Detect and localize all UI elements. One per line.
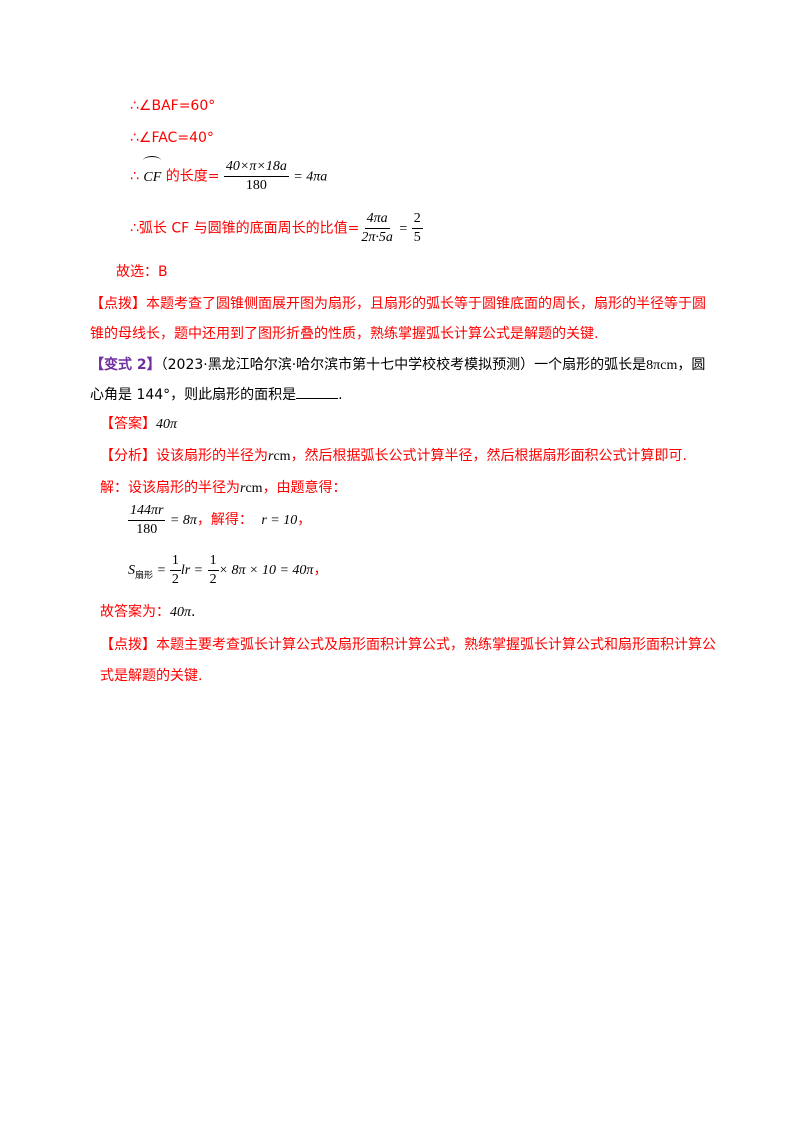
answer-line: 【答案】40π — [100, 414, 177, 435]
arc-length-label: 的长度= — [165, 168, 220, 185]
half-fraction-1: 1 2 — [169, 552, 181, 589]
step-angle-fac: ∴∠FAC=40° — [130, 130, 214, 146]
equals-sign: = — [157, 563, 166, 578]
equals-sign: = — [399, 221, 408, 237]
unit: cm — [273, 449, 291, 464]
half-fraction-2: 1 2 — [207, 552, 219, 589]
solution-intro: 解：设该扇形的半径为rcm，由题意得： — [100, 478, 347, 499]
fraction-denominator: 5 — [413, 230, 421, 245]
note-2-line-1: 【点拨】本题主要考查弧长计算公式及扇形面积计算公式，熟练掌握弧长计算公式和扇形面… — [100, 635, 716, 655]
ratio-fraction: 4πa 2π∙5a — [359, 210, 395, 247]
radius-fraction: 144πr 180 — [128, 502, 166, 539]
analysis-pre: 设该扇形的半径为 — [156, 448, 268, 464]
note-text: 本题主要考查弧长计算公式及扇形面积计算公式，熟练掌握弧长计算公式和扇形面积计算公 — [156, 637, 716, 653]
arc-cf: CF — [143, 155, 161, 196]
final-value: 40π — [170, 605, 192, 620]
fraction-numerator: 144πr — [128, 502, 166, 521]
fraction-numerator: 1 — [169, 552, 181, 571]
arc-length-fraction: 40×π×18a 180 — [223, 158, 289, 195]
note-1-line-1: 【点拨】本题考查了圆锥侧面展开图为扇形，且扇形的弧长等于圆锥底面的周长，扇形的半… — [90, 294, 706, 314]
equation-rhs: = 8π — [169, 513, 197, 528]
ratio-result-fraction: 2 5 — [411, 210, 423, 247]
note-tag: 【点拨】 — [90, 296, 146, 312]
analysis-post: ，然后根据弧长公式计算半径，然后根据扇形面积公式计算即可. — [290, 448, 688, 464]
radius-result: r = 10 — [261, 513, 298, 528]
analysis-line: 【分析】设该扇形的半径为rcm，然后根据弧长公式计算半径，然后根据扇形面积公式计… — [100, 446, 687, 467]
fraction-denominator: 2 — [209, 571, 217, 587]
fraction-denominator: 2 — [171, 571, 179, 587]
variant-end: . — [338, 387, 343, 403]
step-angle-baf: ∴∠BAF=60° — [130, 98, 216, 114]
answer-tag: 【答案】 — [100, 416, 156, 432]
equation-area: S扇形 = 1 2 lr = 1 2 × 8π × 10 = 40π， — [128, 550, 327, 596]
area-computation: × 8π × 10 = 40π — [218, 563, 314, 578]
variant-line-1: 【变式 2】（2023·黑龙江哈尔滨·哈尔滨市第十七中学校校考模拟预测）一个扇形… — [90, 355, 705, 376]
variant-tag: 【变式 2】 — [90, 357, 161, 373]
fraction-numerator: 2 — [411, 210, 423, 229]
step-ratio: ∴弧长 CF 与圆锥的底面周长的比值= 4πa 2π∙5a = 2 5 — [130, 210, 423, 248]
variant-arc-value: 8πcm — [646, 358, 678, 373]
note-1-line-2: 锥的母线长，题中还用到了图形折叠的性质，熟练掌握弧长计算公式是解题的关键. — [90, 326, 599, 342]
answer-value: 40π — [156, 417, 178, 432]
lr-term: lr = — [180, 563, 204, 578]
variant-question: 心角是 144°，则此扇形的面积是 — [90, 387, 297, 403]
comma: ， — [297, 512, 312, 528]
unit: cm — [245, 481, 263, 496]
note-tag: 【点拨】 — [100, 637, 156, 653]
fraction-denominator: 180 — [136, 521, 158, 537]
fraction-numerator: 40×π×18a — [223, 158, 289, 177]
variant-tail: ，圆 — [677, 357, 706, 373]
final-end: . — [191, 604, 196, 620]
analysis-tag: 【分析】 — [100, 448, 156, 464]
variant-line-2: 心角是 144°，则此扇形的面积是. — [90, 385, 343, 405]
note-2-line-2: 式是解题的关键. — [100, 668, 203, 684]
fraction-numerator: 1 — [207, 552, 219, 571]
choice-answer: 故选：B — [116, 264, 168, 280]
variant-source: （2023·黑龙江哈尔滨·哈尔滨市第十七中学校校考模拟预测）一个扇形的弧长是 — [160, 357, 647, 373]
fraction-denominator: 180 — [245, 178, 267, 193]
equation-radius: 144πr 180 = 8π，解得： r = 10， — [128, 500, 311, 541]
area-symbol: S — [128, 563, 135, 578]
therefore-symbol: ∴ — [130, 168, 139, 185]
final-pre: 故答案为： — [100, 604, 170, 620]
radius-variable: r — [268, 449, 274, 464]
solution-pre: 解：设该扇形的半径为 — [100, 480, 240, 496]
radius-variable: r — [240, 481, 246, 496]
answer-blank — [296, 398, 339, 399]
solution-post: ，由题意得： — [262, 480, 347, 496]
note-text: 本题考查了圆锥侧面展开图为扇形，且扇形的弧长等于圆锥底面的周长，扇形的半径等于圆 — [146, 296, 706, 312]
ratio-label: ∴弧长 CF 与圆锥的底面周长的比值= — [130, 220, 360, 237]
solve-label: ，解得： — [196, 512, 253, 528]
comma: ， — [313, 562, 328, 578]
fraction-denominator: 2π∙5a — [361, 230, 393, 245]
step-arc-length: ∴ CF 的长度= 40×π×18a 180 = 4πa — [130, 155, 328, 196]
final-answer: 故答案为：40π. — [100, 602, 195, 623]
arc-length-result: = 4πa — [293, 169, 328, 185]
fraction-numerator: 4πa — [364, 210, 390, 229]
area-subscript: 扇形 — [135, 570, 154, 581]
